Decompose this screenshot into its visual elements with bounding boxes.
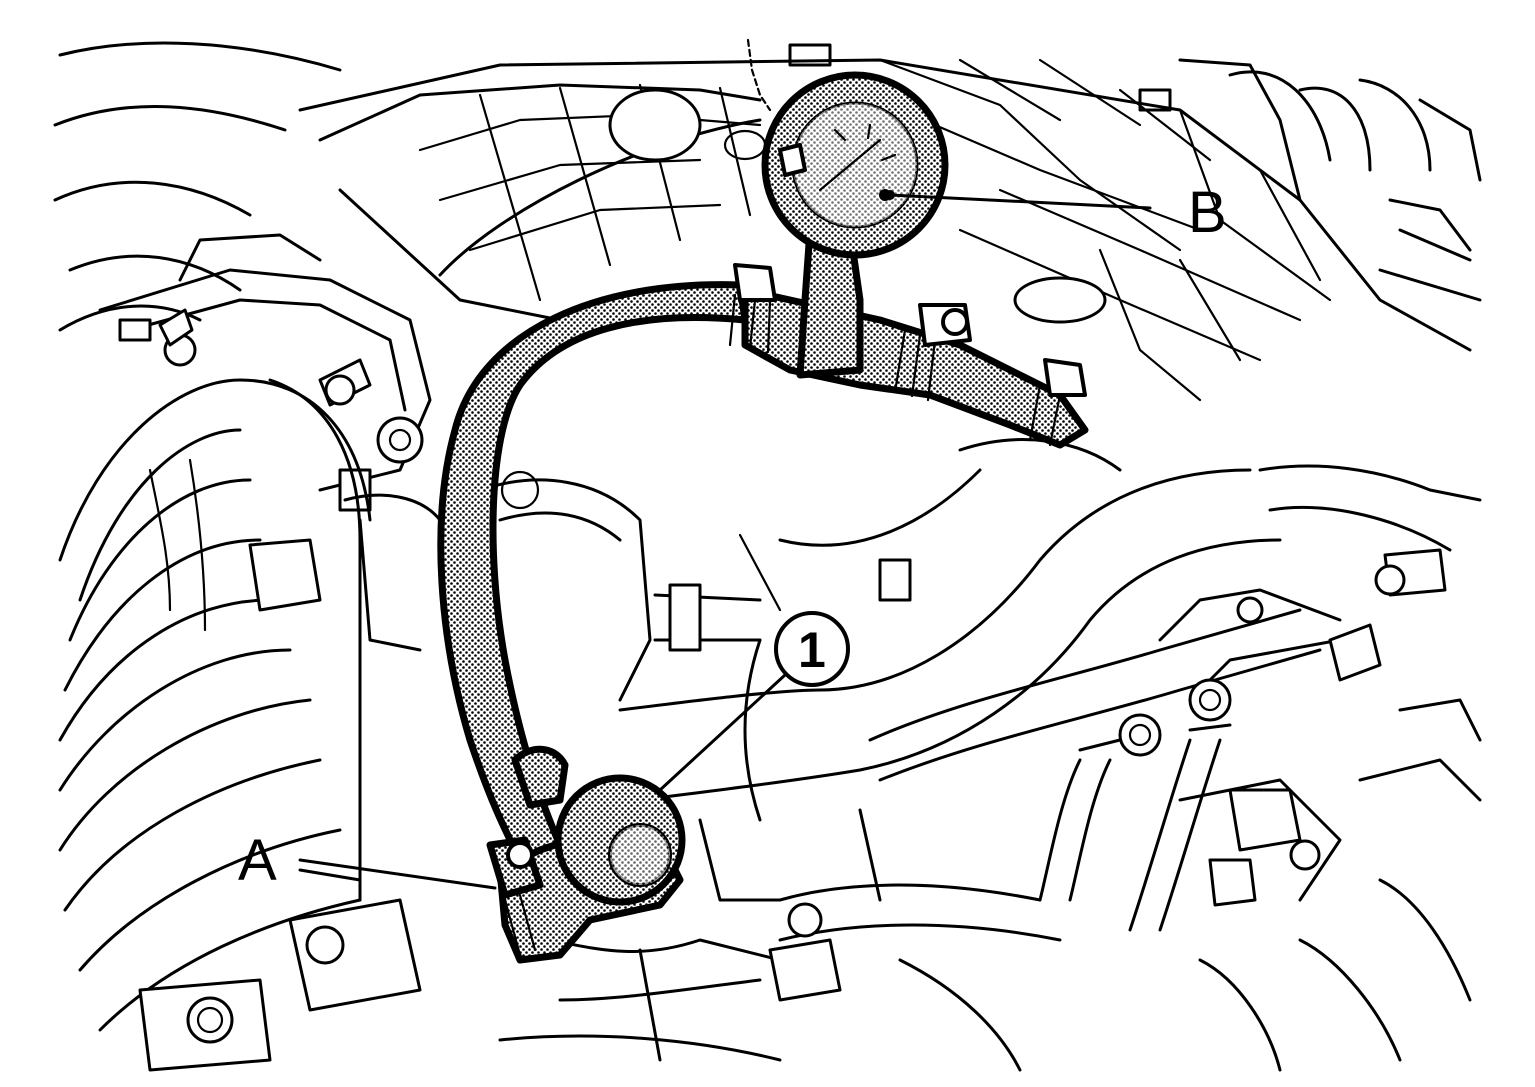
label-a: A xyxy=(238,828,277,893)
damper-icon xyxy=(486,745,686,964)
engine-background xyxy=(53,38,1482,1072)
radiator-hose xyxy=(618,438,1282,822)
callout-1: 1 xyxy=(658,611,850,792)
callout-number-1: 1 xyxy=(798,622,826,678)
callout-b: B xyxy=(885,180,1227,245)
manifold-icon xyxy=(298,58,1472,402)
intake-duct xyxy=(58,378,372,1032)
callout-a: A xyxy=(238,828,497,893)
label-b: B xyxy=(1188,180,1227,245)
